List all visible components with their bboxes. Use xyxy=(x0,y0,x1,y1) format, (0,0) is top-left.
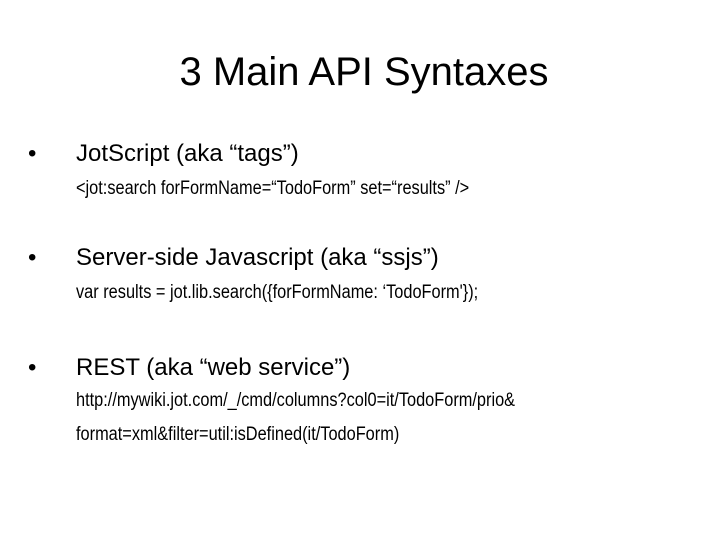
bullet-marker: • xyxy=(28,354,37,381)
bullet-code-line: <jot:search forFormName=“TodoForm” set=“… xyxy=(76,178,470,199)
slide-title: 3 Main API Syntaxes xyxy=(179,50,549,94)
bullet-code-line: var results = jot.lib.search({forFormNam… xyxy=(76,282,479,303)
bullet-heading: Server-side Javascript (aka “ssjs”) xyxy=(76,244,439,271)
bullet-heading: REST (aka “web service”) xyxy=(76,354,351,381)
bullet-code-line: format=xml&filter=util:isDefined(it/Todo… xyxy=(76,424,400,445)
bullet-marker: • xyxy=(28,140,37,167)
bullet-heading: JotScript (aka “tags”) xyxy=(76,140,299,167)
bullet-code-line: http://mywiki.jot.com/_/cmd/columns?col0… xyxy=(76,390,516,411)
bullet-marker: • xyxy=(28,244,37,271)
